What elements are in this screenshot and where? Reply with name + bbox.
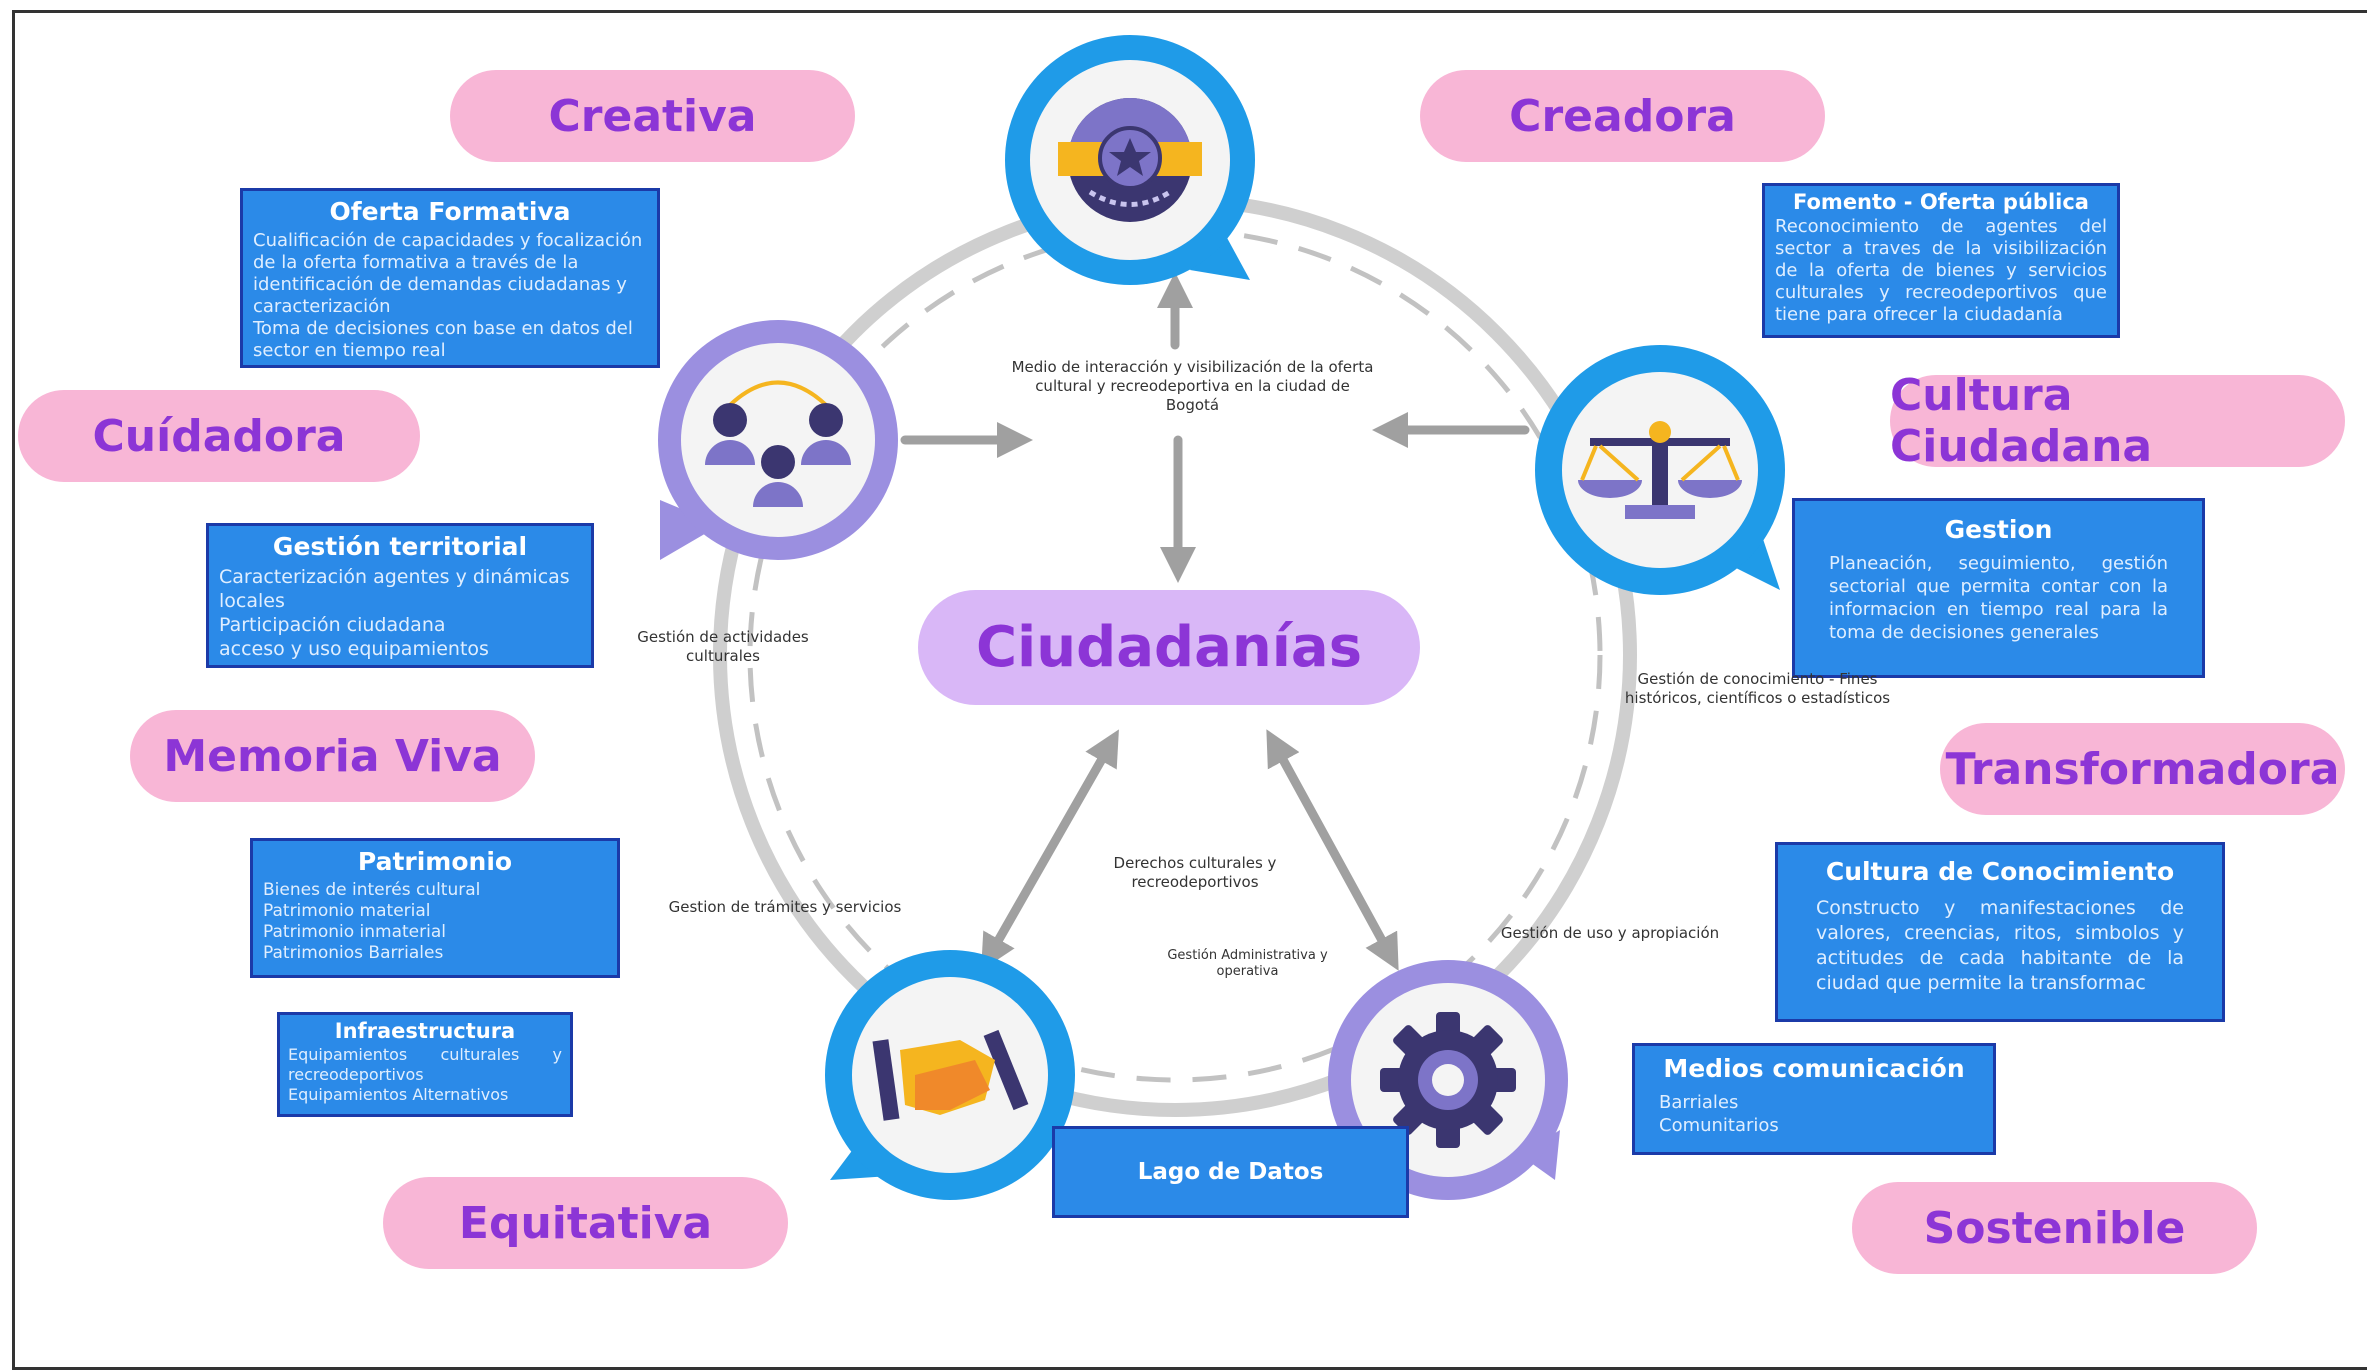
box-line: Patrimonios Barriales — [263, 943, 444, 963]
box-body: Caracterización agentes y dinámicas loca… — [209, 565, 591, 661]
box-line: Equipamientos culturales y recreodeporti… — [288, 1045, 562, 1084]
pill-creativa: Creativa — [450, 70, 855, 162]
box-cultura-conocimiento: Cultura de Conocimiento Constructo y man… — [1775, 842, 2225, 1022]
center-title: Ciudadanías — [918, 590, 1420, 705]
box-line: Constructo y manifestaciones de valores,… — [1816, 897, 2184, 994]
box-line: Toma de decisiones con base en datos del… — [253, 318, 633, 361]
box-line: Reconocimiento de agentes del sector a t… — [1775, 216, 2107, 325]
box-title: Medios comunicación — [1663, 1054, 1965, 1083]
box-title: Lago de Datos — [1137, 1159, 1324, 1185]
box-title: Gestion — [1944, 515, 2053, 544]
label-derechos: Derechos culturales y recreodeportivos — [1113, 854, 1277, 891]
box-line: Planeación, seguimiento, gestión sectori… — [1829, 553, 2168, 643]
box-title: Cultura de Conocimiento — [1825, 857, 2175, 886]
pill-creadora: Creadora — [1420, 70, 1825, 162]
box-fomento: Fomento - Oferta pública Reconocimiento … — [1762, 183, 2120, 338]
label-gestion-admin: Gestión Administrativa y operativa — [1167, 948, 1328, 979]
pill-cuidadora: Cuídadora — [18, 390, 420, 482]
box-body: Cualificación de capacidades y focalizac… — [243, 230, 657, 362]
box-line: Bienes de interés cultural — [263, 880, 481, 900]
box-body: Planeación, seguimiento, gestión sectori… — [1795, 548, 2202, 648]
box-gestion-territorial: Gestión territorial Caracterización agen… — [206, 523, 594, 668]
box-title: Fomento - Oferta pública — [1793, 190, 2089, 214]
box-line: acceso y uso equipamientos — [219, 638, 489, 660]
pill-equitativa: Equitativa — [383, 1177, 788, 1269]
node-left — [658, 320, 898, 560]
pill-sostenible: Sostenible — [1852, 1182, 2257, 1274]
people-group-icon — [705, 380, 851, 507]
box-medios: Medios comunicación Barriales Comunitari… — [1632, 1043, 1996, 1155]
box-line: Comunitarios — [1659, 1115, 1779, 1136]
label-gestion-actividades: Gestión de actividades culturales — [637, 628, 809, 665]
pill-cultura-ciudadana: Cultura Ciudadana — [1890, 370, 2345, 472]
box-title: Patrimonio — [357, 847, 513, 876]
box-body: Bienes de interés cultural Patrimonio ma… — [253, 880, 617, 964]
box-body: Reconocimiento de agentes del sector a t… — [1765, 216, 2117, 326]
box-oferta-formativa: Oferta Formativa Cualificación de capaci… — [240, 188, 660, 368]
label-gestion-tramites: Gestion de trámites y servicios — [668, 898, 902, 916]
label-medio-interaccion: Medio de interacción y visibilización de… — [1011, 358, 1374, 414]
box-line: Caracterización agentes y dinámicas loca… — [219, 566, 570, 612]
box-title: Gestión territorial — [272, 532, 528, 561]
box-line: Participación ciudadana — [219, 614, 446, 636]
award-badge-icon — [1058, 98, 1202, 222]
box-title: Oferta Formativa — [329, 197, 571, 226]
box-line: Cualificación de capacidades y focalizac… — [253, 230, 643, 317]
arrow-double-right — [1266, 729, 1399, 971]
handshake-icon — [872, 1029, 1029, 1121]
label-gestion-uso: Gestión de uso y apropiación — [1500, 924, 1720, 942]
box-body: Constructo y manifestaciones de valores,… — [1778, 890, 2222, 1002]
pill-transformadora: Transformadora — [1940, 723, 2345, 815]
node-top — [1005, 35, 1255, 285]
box-title: Infraestructura — [334, 1019, 516, 1043]
node-right — [1535, 345, 1785, 595]
box-line: Equipamientos Alternativos — [288, 1085, 509, 1104]
box-line: Patrimonio material — [263, 901, 431, 921]
inner-dashed-ring — [747, 227, 1603, 1083]
box-line: Patrimonio inmaterial — [263, 922, 446, 942]
box-gestion: Gestion Planeación, seguimiento, gestión… — [1792, 498, 2205, 678]
box-body: Barriales Comunitarios — [1635, 1087, 1993, 1141]
box-lago-datos: Lago de Datos — [1052, 1126, 1409, 1218]
gear-icon — [1380, 1012, 1516, 1148]
balance-scale-icon — [1578, 421, 1742, 519]
box-line: Barriales — [1659, 1092, 1739, 1113]
label-gestion-conocimiento: Gestión de conocimiento - Fines históric… — [1624, 670, 1891, 707]
node-bottom-left — [825, 950, 1075, 1200]
arrow-double-left — [981, 729, 1119, 971]
box-patrimonio: Patrimonio Bienes de interés cultural Pa… — [250, 838, 620, 978]
box-body: Equipamientos culturales y recreodeporti… — [280, 1045, 570, 1105]
pill-memoria-viva: Memoria Viva — [130, 710, 535, 802]
box-infraestructura: Infraestructura Equipamientos culturales… — [277, 1012, 573, 1117]
